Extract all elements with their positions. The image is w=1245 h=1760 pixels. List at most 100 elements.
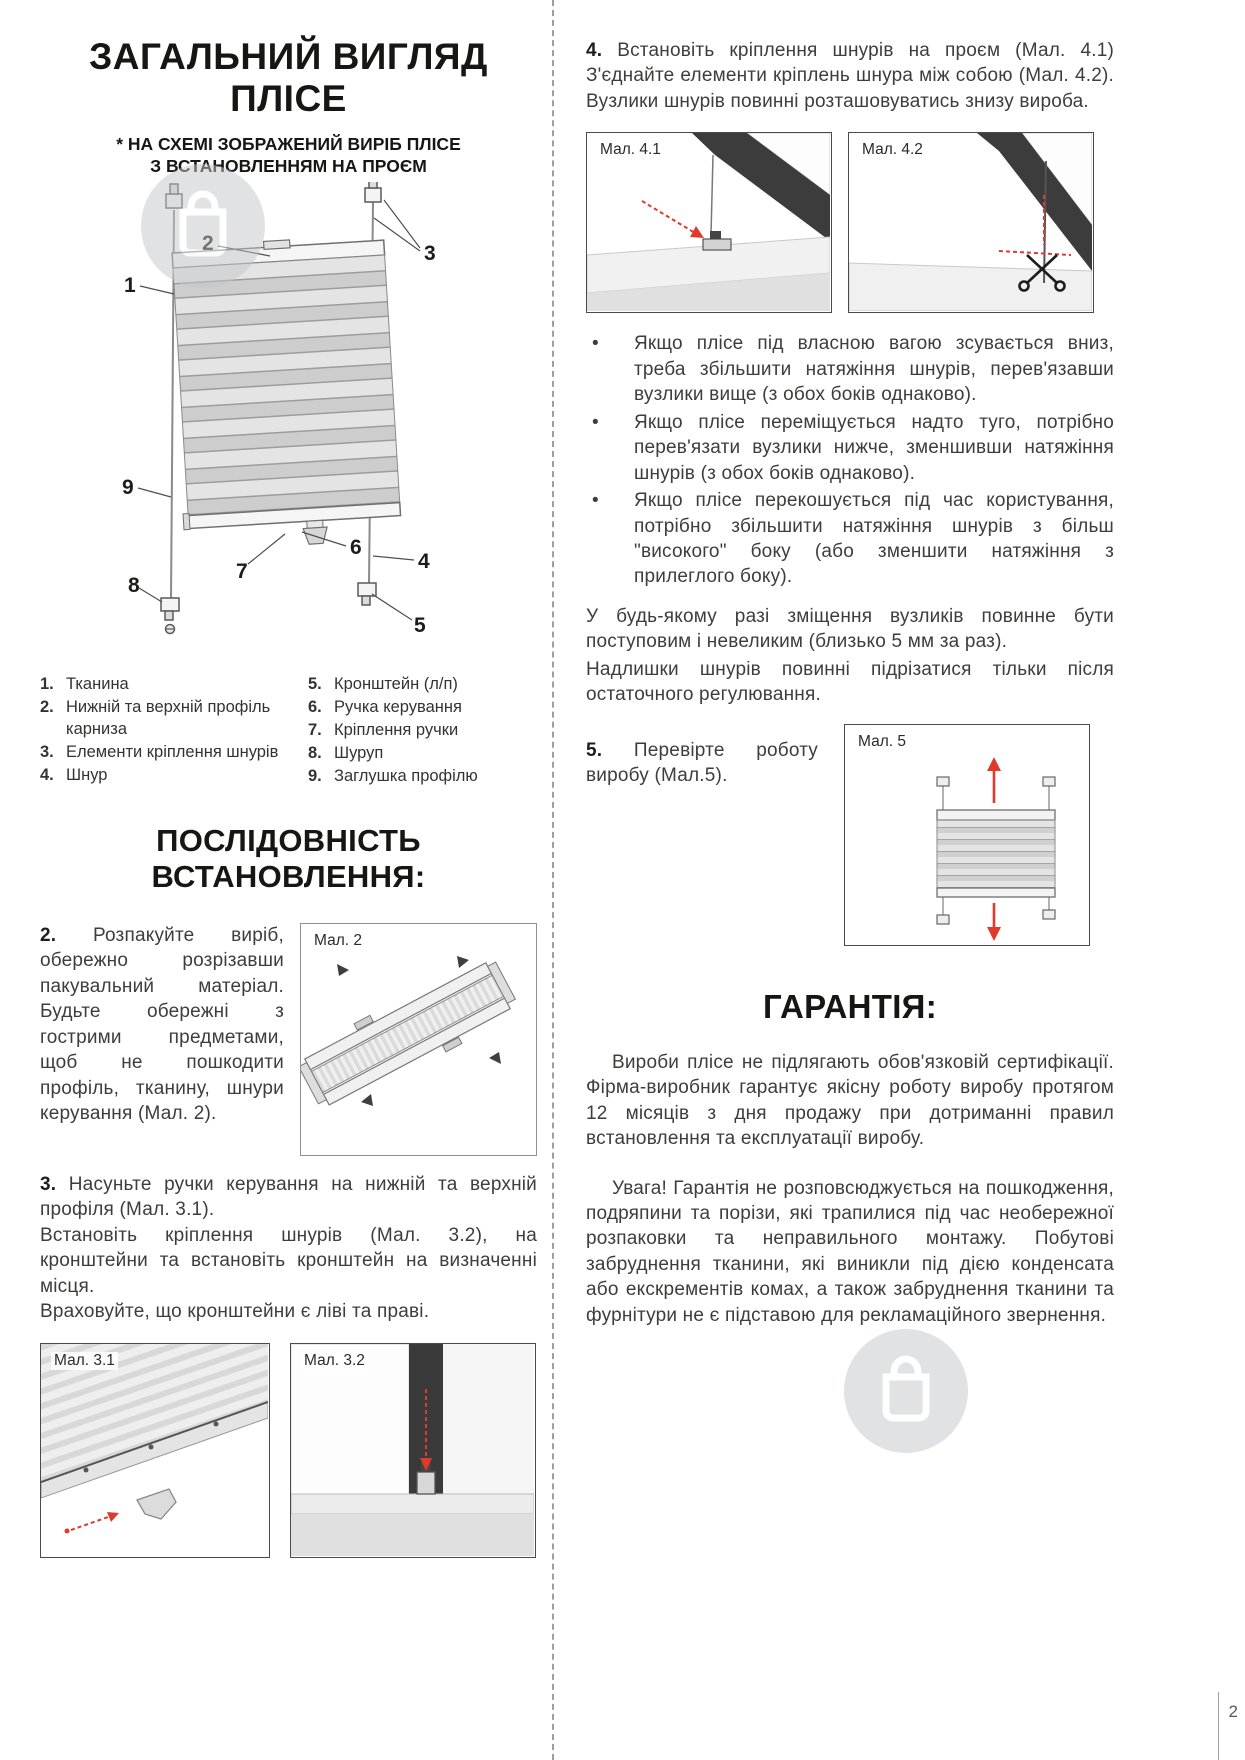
list-item: • Якщо плісе під власною вагою зсуваєтьс… <box>586 331 1114 407</box>
step-2-text: 2. Розпакуйте виріб, обережно розрізавши… <box>40 923 284 1156</box>
step-2-block: 2. Розпакуйте виріб, обережно розрізавши… <box>40 922 537 1156</box>
step-3-body1: Насуньте ручки керування на нижній та ве… <box>40 1173 537 1221</box>
figure-3-2-drawing <box>291 1343 535 1556</box>
warranty-paragraph-1: Вироби плісе не підлягають обов'язковій … <box>586 1051 1114 1150</box>
figure-4-2-label: Мал. 4.2 <box>859 141 926 160</box>
step-5-body: Перевірте роботу виробу (Мал.5). <box>586 739 819 787</box>
legend-item-label: Нижній та верхній профіль карниза <box>66 698 271 738</box>
legend-item-label: Елементи кріплення шнурів <box>66 742 279 761</box>
legend-item: 9. Заглушка профілю <box>308 766 537 788</box>
page-number-rule <box>1218 1692 1219 1760</box>
red-arrow-up <box>987 756 1001 803</box>
red-dashed-arrow <box>64 1511 119 1533</box>
legend-item-label: Шнур <box>66 765 108 784</box>
left-column: ЗАГАЛЬНИЙ ВИГЛЯД ПЛІСЕ * НА СХЕМІ ЗОБРАЖ… <box>40 30 537 1558</box>
figure-2-label: Мал. 2 <box>311 931 365 950</box>
scissors-icon <box>1018 254 1066 293</box>
figure-2: Мал. 2 <box>300 922 537 1156</box>
legend-item-number: 1. <box>40 675 54 694</box>
step-3-block: 3. Насуньте ручки керування на нижній та… <box>40 1172 537 1325</box>
legend-item: 5. Кронштейн (л/п) <box>308 674 537 696</box>
callout-3: 3 <box>424 242 436 265</box>
legend-item: 7. Кріплення ручки <box>308 720 537 742</box>
step-3-text-line1: 3. Насуньте ручки керування на нижній та… <box>40 1172 537 1223</box>
callout-4: 4 <box>418 550 430 573</box>
legend-item-label: Тканина <box>66 675 129 694</box>
callout-5: 5 <box>414 614 426 637</box>
figure-2-drawing <box>301 955 517 1106</box>
page-title-line2: ПЛІСЕ <box>230 77 347 119</box>
legend-item: 1. Тканина <box>40 674 308 696</box>
figure-5: Мал. 5 <box>844 723 1090 946</box>
legend-item: 3. Елементи кріплення шнурів <box>40 742 308 764</box>
callout-8: 8 <box>128 574 140 597</box>
parts-legend-col2: 5. Кронштейн (л/п) 6. Ручка керування 7.… <box>308 674 537 789</box>
bullet-icon: • <box>592 490 599 512</box>
figure-4-1-label: Мал. 4.1 <box>597 141 664 160</box>
legend-item-label: Кріплення ручки <box>334 720 459 739</box>
step-3-text-line3: Враховуйте, що кронштейни є ліві та прав… <box>40 1301 430 1323</box>
step-4-number: 4. <box>586 40 603 61</box>
step-2-number: 2. <box>40 924 57 946</box>
parts-legend-col1: 1. Тканина 2. Нижній та верхній профіль … <box>40 674 308 789</box>
product-overview-diagram: 1 2 3 4 5 6 7 8 9 <box>40 178 537 664</box>
page-subtitle-line2: З ВСТАНОВЛЕННЯМ НА ПРОЄМ <box>150 156 427 177</box>
figure-5-drawing <box>936 756 1056 941</box>
cord-bracket <box>702 238 732 251</box>
figure-3-2: Мал. 3.2 <box>290 1342 536 1558</box>
figure-4-2-drawing <box>849 133 1093 312</box>
legend-item-number: 6. <box>308 698 322 717</box>
cord-bracket <box>416 1470 436 1495</box>
list-item-text: Якщо плісе під власною вагою зсувається … <box>634 333 1114 406</box>
figures-4-row: Мал. 4.1 Мал. 4.2 <box>586 132 1114 314</box>
callout-9: 9 <box>122 476 134 499</box>
callout-2: 2 <box>202 232 214 255</box>
parts-legend: 1. Тканина 2. Нижній та верхній профіль … <box>40 674 537 789</box>
red-dashed-arrow <box>420 1388 432 1471</box>
callout-1: 1 <box>124 274 136 297</box>
page-subtitle-line1: * НА СХЕМІ ЗОБРАЖЕНИЙ ВИРІБ ПЛІСЕ <box>116 133 461 154</box>
step-4-body: Встановіть кріплення шнурів на проєм (Ма… <box>586 40 1114 112</box>
legend-item-number: 3. <box>40 742 54 761</box>
note-text-1: У будь-якому разі зміщення вузликів пови… <box>586 605 1114 653</box>
figure-4-1-drawing <box>587 133 831 312</box>
legend-item-label: Ручка керування <box>334 698 462 717</box>
list-item-text: Якщо плісе переміщується надто туго, пот… <box>634 411 1114 484</box>
figures-3-row: Мал. 3.1 <box>40 1342 537 1558</box>
figure-4-1: Мал. 4.1 <box>586 132 832 314</box>
legend-item-label: Заглушка профілю <box>334 766 478 785</box>
legend-item-number: 7. <box>308 720 322 739</box>
column-divider <box>552 0 554 1760</box>
red-dashed-lines <box>998 195 1072 257</box>
figure-3-2-label: Мал. 3.2 <box>301 1351 368 1370</box>
legend-item-number: 4. <box>40 765 54 784</box>
control-handle <box>136 1487 177 1520</box>
blind-body <box>171 239 402 545</box>
legend-item-number: 2. <box>40 698 54 717</box>
warranty-title: ГАРАНТІЯ: <box>763 987 937 1025</box>
figure-3-1-drawing <box>41 1343 269 1533</box>
step-5-block: 5. Перевірте роботу виробу (Мал.5). Мал.… <box>586 723 1114 946</box>
bullet-icon: • <box>592 411 599 433</box>
step-5-number: 5. <box>586 739 603 761</box>
adjustment-tips-list: • Якщо плісе під власною вагою зсуваєтьс… <box>586 331 1114 590</box>
figure-5-label: Мал. 5 <box>855 732 909 751</box>
step-3-text-line2: Встановіть кріплення шнурів (Мал. 3.2), … <box>40 1224 537 1297</box>
red-arrow-down <box>987 902 1001 941</box>
list-item-text: Якщо плісе перекошується під час користу… <box>634 490 1114 588</box>
callout-7: 7 <box>236 560 248 583</box>
page-number: 2 <box>1228 1702 1238 1721</box>
legend-item-label: Шуруп <box>334 743 384 762</box>
page-title-line1: ЗАГАЛЬНИЙ ВИГЛЯД <box>89 36 488 77</box>
list-item: • Якщо плісе перекошується під час корис… <box>586 488 1114 590</box>
legend-item-number: 8. <box>308 743 322 762</box>
callout-6: 6 <box>350 536 362 559</box>
page-subtitle: * НА СХЕМІ ЗОБРАЖЕНИЙ ВИРІБ ПЛІСЕ З ВСТА… <box>40 133 537 179</box>
installation-sequence-title: ПОСЛІДОВНІСТЬ ВСТАНОВЛЕННЯ: <box>151 822 426 894</box>
top-cord-brackets <box>165 178 382 209</box>
bottom-cord-brackets <box>160 582 377 635</box>
red-dashed-arrow <box>641 200 704 239</box>
note-text-2: Надлишки шнурів повинні підрізатися тіль… <box>586 658 1114 706</box>
step-5-text: 5. Перевірте роботу виробу (Мал.5). <box>586 724 818 946</box>
list-item: • Якщо плісе переміщується надто туго, п… <box>586 410 1114 486</box>
